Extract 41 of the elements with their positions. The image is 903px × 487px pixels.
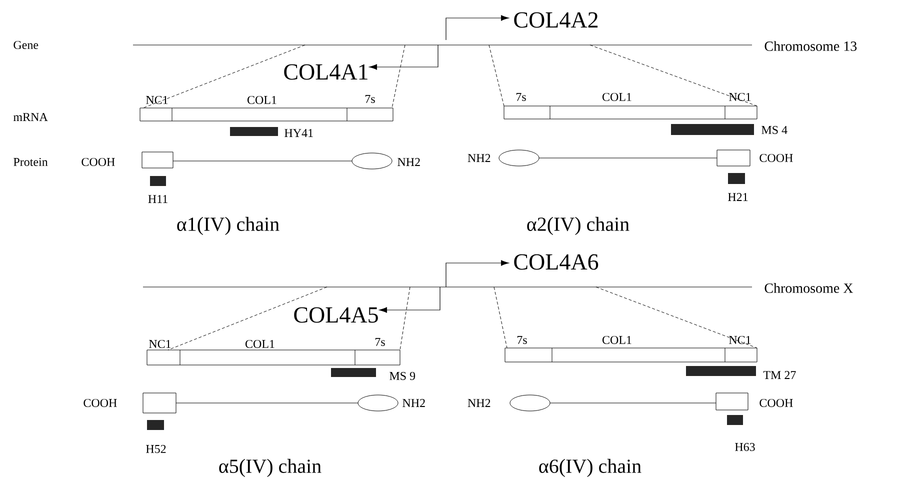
terminus-label: NH2 [402, 399, 425, 407]
gene-name: COL4A5 [294, 307, 378, 323]
terminus-label: COOH [760, 398, 793, 408]
domain-label: 7s [516, 93, 526, 101]
domain-label: COL1 [602, 92, 632, 102]
probe-label: H63 [735, 442, 755, 452]
row-label: Protein [14, 158, 48, 166]
gene-name: COL4A2 [514, 12, 598, 28]
domain-label: 7s [365, 95, 375, 103]
terminus-label: NH2 [468, 399, 490, 407]
terminus-label: COOH [82, 158, 115, 166]
chain-label: α1(IV) chain [177, 216, 280, 236]
chain-label: α2(IV) chain [527, 216, 630, 236]
chromosome-label: Chromosome 13 [764, 41, 857, 51]
terminus-label: NH2 [398, 158, 420, 166]
probe-label: HY41 [284, 129, 313, 137]
terminus-label: COOH [84, 398, 117, 408]
probe-label: H52 [146, 444, 166, 454]
domain-label: NC1 [146, 96, 168, 104]
probe-label: TM 27 [763, 371, 796, 379]
chain-label: α5(IV) chain [219, 458, 322, 478]
chain-label: α6(IV) chain [539, 458, 642, 478]
domain-label: COL1 [602, 336, 632, 344]
terminus-label: NH2 [468, 154, 490, 162]
domain-label: 7s [517, 336, 527, 344]
domain-label: COL1 [246, 340, 274, 348]
domain-label: 7s [375, 338, 385, 346]
domain-label: NC1 [149, 340, 171, 348]
terminus-label: COOH [760, 154, 793, 162]
domain-label: NC1 [729, 92, 751, 102]
row-label: Gene [14, 40, 38, 50]
probe-label: MS 4 [762, 126, 788, 134]
probe-label: H11 [148, 195, 168, 203]
chromosome-label: Chromosome X [764, 283, 853, 293]
probe-label: H21 [728, 193, 748, 201]
gene-name: COL4A6 [514, 254, 598, 270]
domain-label: NC1 [729, 336, 751, 344]
probe-label: MS 9 [390, 372, 416, 380]
gene-name: COL4A1 [284, 64, 368, 80]
row-label: mRNA [13, 113, 48, 121]
domain-label: COL1 [248, 96, 276, 104]
